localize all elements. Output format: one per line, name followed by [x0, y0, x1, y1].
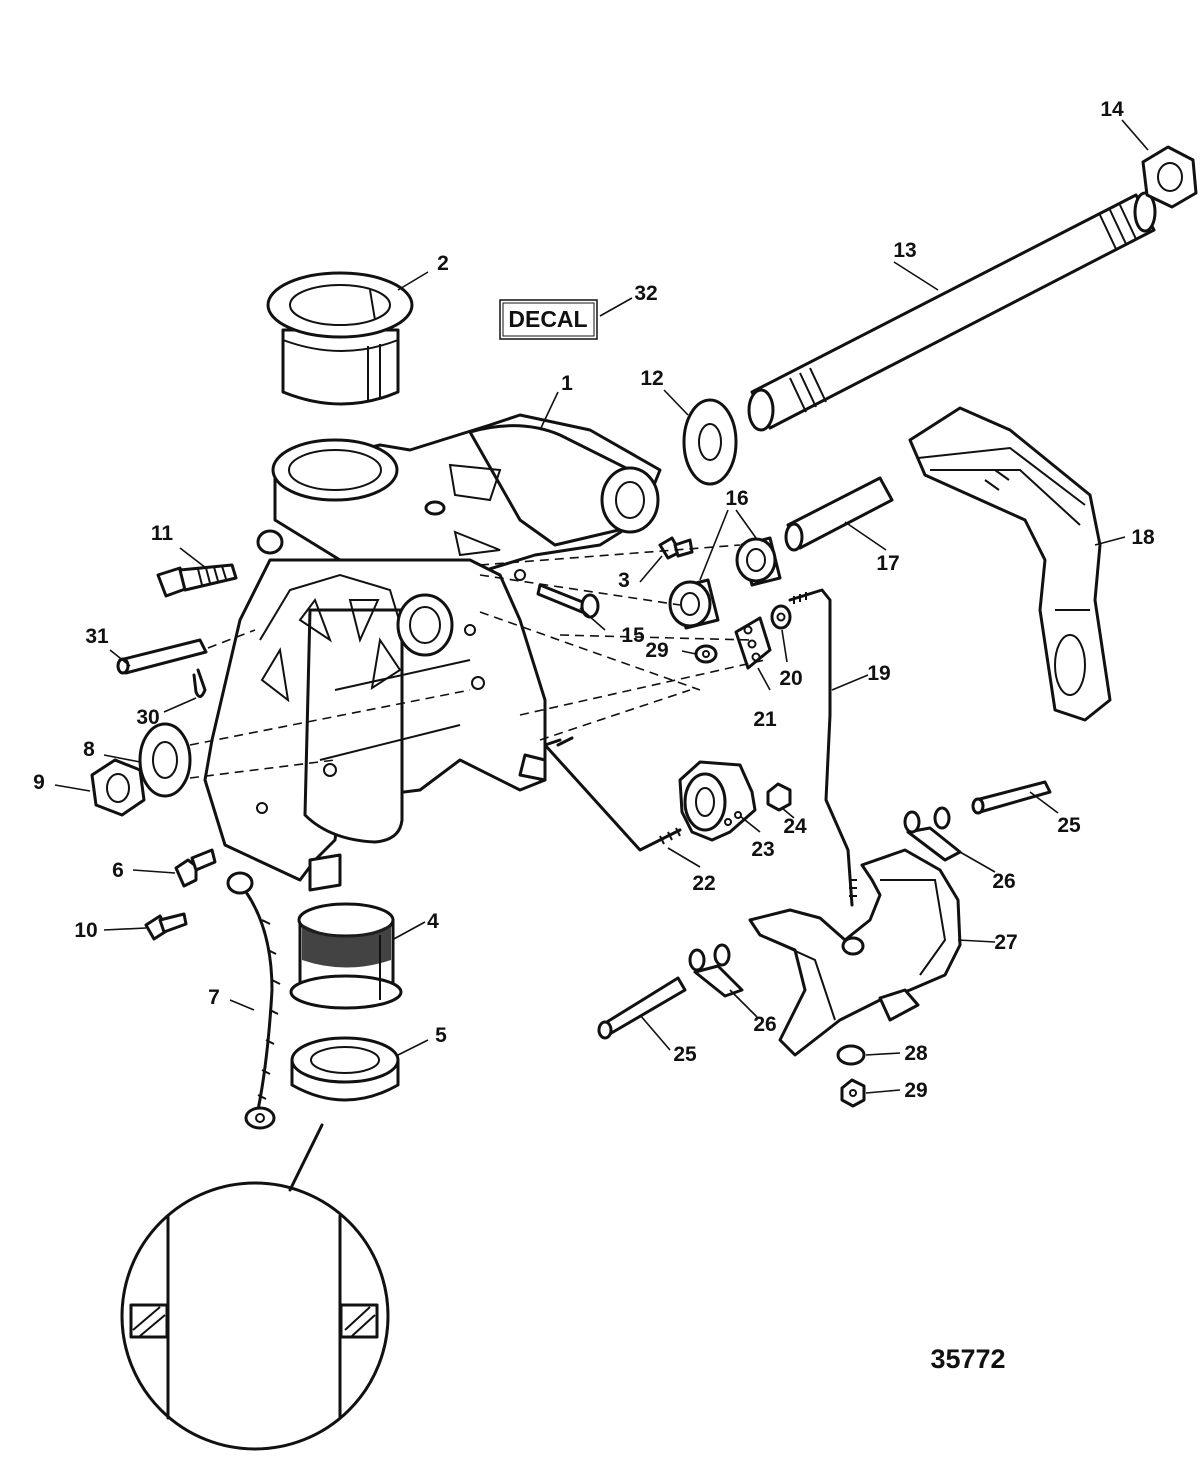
callout-20: 20 — [779, 667, 802, 690]
part-30-cotter-pin — [192, 668, 207, 698]
part-13-tilt-tube — [747, 191, 1157, 432]
callout-27: 27 — [994, 931, 1017, 954]
part-26-spring-right — [903, 806, 962, 862]
part-21-link-plate — [734, 616, 772, 670]
part-25-pin-left — [597, 976, 687, 1040]
part-27-tilt-lock-lever — [748, 848, 962, 1057]
part-8-washer — [138, 722, 192, 798]
part-26-spring-left — [688, 943, 744, 998]
part-10-bolt — [144, 912, 188, 941]
callout-28: 28 — [904, 1042, 928, 1065]
part-17-pin — [784, 476, 894, 552]
callout-6: 6 — [112, 859, 124, 882]
callout-18: 18 — [1131, 526, 1155, 549]
callout-21: 21 — [753, 708, 777, 731]
callout-12: 12 — [640, 367, 663, 390]
part-5-seal — [290, 1036, 400, 1102]
callout-26b: 26 — [753, 1013, 776, 1036]
part-22-bent-rod — [543, 736, 682, 852]
callout-32: 32 — [634, 282, 657, 305]
callout-25a: 25 — [1057, 814, 1081, 837]
callout-22: 22 — [692, 872, 715, 895]
part-14-nut — [1141, 145, 1198, 209]
part-1-swivel-bracket — [203, 413, 662, 892]
part-24-nut — [766, 782, 792, 812]
seal-detail-view — [120, 1123, 390, 1451]
part-3-grease-fitting — [658, 536, 694, 560]
callout-labels: 1 2 3 4 5 6 7 8 9 10 11 12 13 14 15 16 1… — [33, 98, 1155, 1102]
callout-1: 1 — [561, 372, 573, 395]
callout-10: 10 — [74, 919, 97, 942]
callout-9: 9 — [33, 771, 45, 794]
callout-24: 24 — [783, 815, 807, 838]
part-11-screw — [156, 563, 238, 598]
callout-5: 5 — [435, 1024, 447, 1047]
part-16-bushing-upper — [735, 536, 782, 587]
part-15-bolt — [536, 583, 600, 619]
part-20-washer — [770, 604, 792, 630]
callout-13: 13 — [893, 239, 916, 262]
assembly-guide-lines — [189, 544, 766, 779]
callout-7: 7 — [208, 986, 220, 1009]
part-12-washer — [682, 398, 738, 486]
part-29-nut-lower — [840, 1078, 866, 1108]
part-32-decal: DECAL — [499, 299, 598, 340]
part-28-washer — [836, 1044, 866, 1066]
callout-31: 31 — [85, 625, 109, 648]
callout-29a: 29 — [645, 639, 668, 662]
part-18-tilt-lever — [908, 406, 1112, 722]
part-6-fitting — [174, 848, 217, 888]
part-25-pin-right — [971, 780, 1052, 815]
leader-lines — [54, 119, 1149, 1094]
part-7-ground-strap — [226, 871, 281, 1130]
callout-17: 17 — [876, 552, 899, 575]
part-29-nut-upper — [694, 644, 718, 664]
callout-14: 14 — [1100, 98, 1124, 121]
part-9-nut — [90, 758, 146, 817]
callout-19: 19 — [867, 662, 890, 685]
figure-number: 35772 — [930, 1344, 1005, 1374]
part-31-pin — [116, 638, 208, 675]
callout-16: 16 — [725, 487, 748, 510]
callout-23: 23 — [751, 838, 774, 861]
callout-25b: 25 — [673, 1043, 697, 1066]
callout-11: 11 — [151, 522, 174, 545]
callout-26a: 26 — [992, 870, 1015, 893]
part-2-upper-bushing — [266, 271, 414, 406]
callout-8: 8 — [83, 738, 95, 761]
part-16-bushing-lower — [668, 578, 720, 630]
callout-15: 15 — [621, 624, 645, 647]
callout-2: 2 — [437, 252, 449, 275]
callout-30: 30 — [136, 706, 159, 729]
decal-label: DECAL — [508, 306, 587, 332]
part-19-rod — [788, 588, 857, 907]
callout-3: 3 — [618, 569, 630, 592]
callout-4: 4 — [427, 910, 439, 933]
part-4-lower-bushing — [289, 902, 403, 1010]
part-23-cam — [678, 760, 757, 842]
callout-29b: 29 — [904, 1079, 927, 1102]
